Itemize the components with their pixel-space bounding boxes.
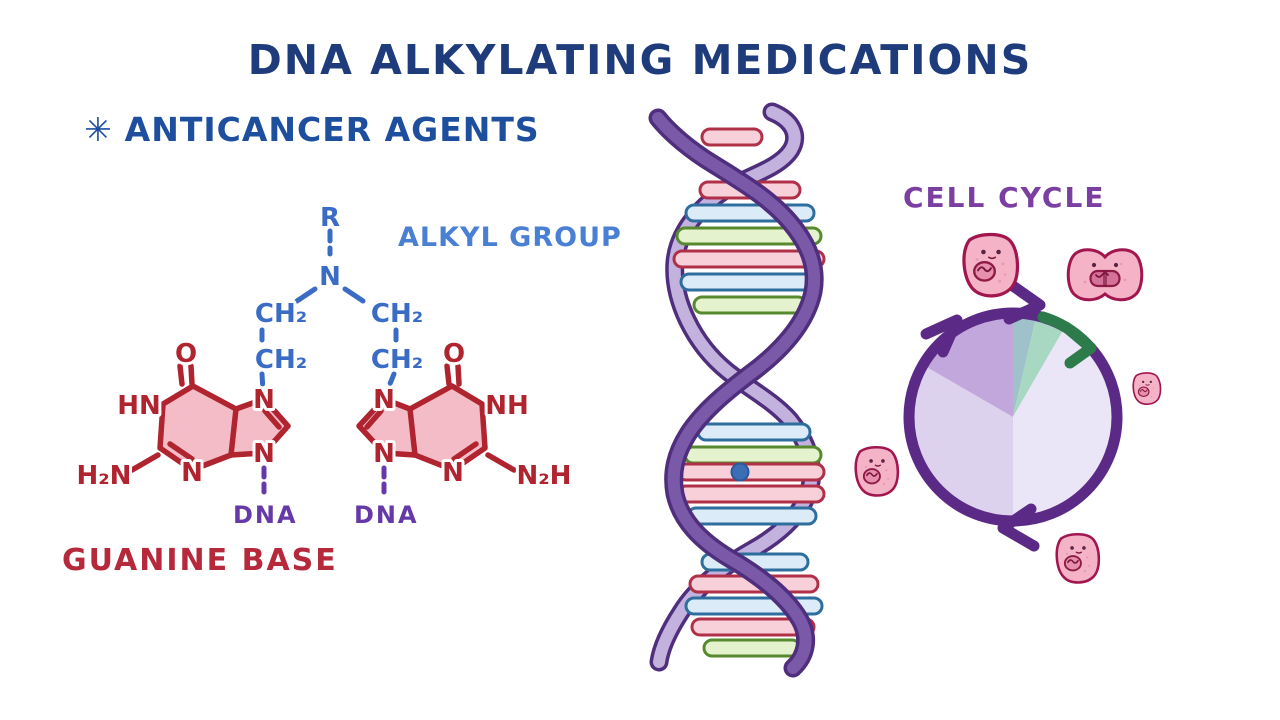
pink-cell-bottom <box>1055 532 1101 584</box>
atom-labels: R N CH₂ CH₂ CH₂ CH₂ O HN H₂N N N N O NH … <box>74 200 575 494</box>
atom-h2n-left: H₂N <box>77 461 132 491</box>
atom-n3-right: N <box>442 458 464 488</box>
atom-n9-right: N <box>373 439 395 469</box>
atom-ch2-right-lower: CH₂ <box>371 345 423 375</box>
atom-o-left: O <box>175 339 197 369</box>
wedge-light-right <box>1013 328 1115 519</box>
alkyl-bonds <box>259 228 399 394</box>
pink-cell-left <box>854 445 900 497</box>
atom-nh-right: NH <box>485 391 529 421</box>
atom-r: R <box>320 203 340 233</box>
atom-ch2-left-upper: CH₂ <box>255 299 307 329</box>
pink-cell-top-left <box>962 232 1020 298</box>
guanine-ring-bonds <box>129 363 517 473</box>
atom-n9-left: N <box>253 439 275 469</box>
cell-cycle-diagram <box>854 232 1162 584</box>
green-arrowhead <box>1060 321 1097 369</box>
wedge-teal <box>1013 314 1036 417</box>
atom-ch2-right-upper: CH₂ <box>371 299 423 329</box>
dna-attachment-bonds <box>261 465 387 495</box>
atom-ch2-left-lower: CH₂ <box>255 345 307 375</box>
page-title: DNA ALKYLATING MEDICATIONS <box>247 36 1033 84</box>
atom-o-right: O <box>443 339 465 369</box>
asterisk-icon: ✳ <box>84 110 113 149</box>
cell-cycle-label: CELL CYCLE <box>903 181 1106 214</box>
helix-dark-strand <box>652 112 821 674</box>
atom-n7-left: N <box>253 385 275 415</box>
pink-cell-small-right <box>1132 372 1162 406</box>
atom-n2h-right: N₂H <box>517 461 572 491</box>
wedge-mint <box>1013 317 1064 417</box>
atom-hn-left: HN <box>117 391 161 421</box>
cycle-arrowheads <box>920 280 1046 552</box>
atom-n3-left: N <box>181 458 203 488</box>
dna-helix-illustration <box>648 102 826 678</box>
dna-label-right: DNA <box>354 501 419 529</box>
atom-n-center: N <box>319 262 341 292</box>
anticancer-label: ANTICANCER AGENTS <box>124 110 540 149</box>
anticancer-annotation: ✳ ANTICANCER AGENTS <box>84 110 540 149</box>
dividing-cell <box>1066 248 1144 302</box>
atom-n7-right: N <box>373 385 395 415</box>
dna-label-left: DNA <box>233 501 298 529</box>
guanine-base-label: GUANINE BASE <box>62 543 338 578</box>
blue-dot-marker <box>730 462 750 482</box>
chemical-structure: R N CH₂ CH₂ CH₂ CH₂ O HN H₂N N N N O NH … <box>74 200 575 495</box>
alkyl-group-label: ALKYL GROUP <box>398 222 622 253</box>
guanine-ring-fills <box>160 386 485 470</box>
